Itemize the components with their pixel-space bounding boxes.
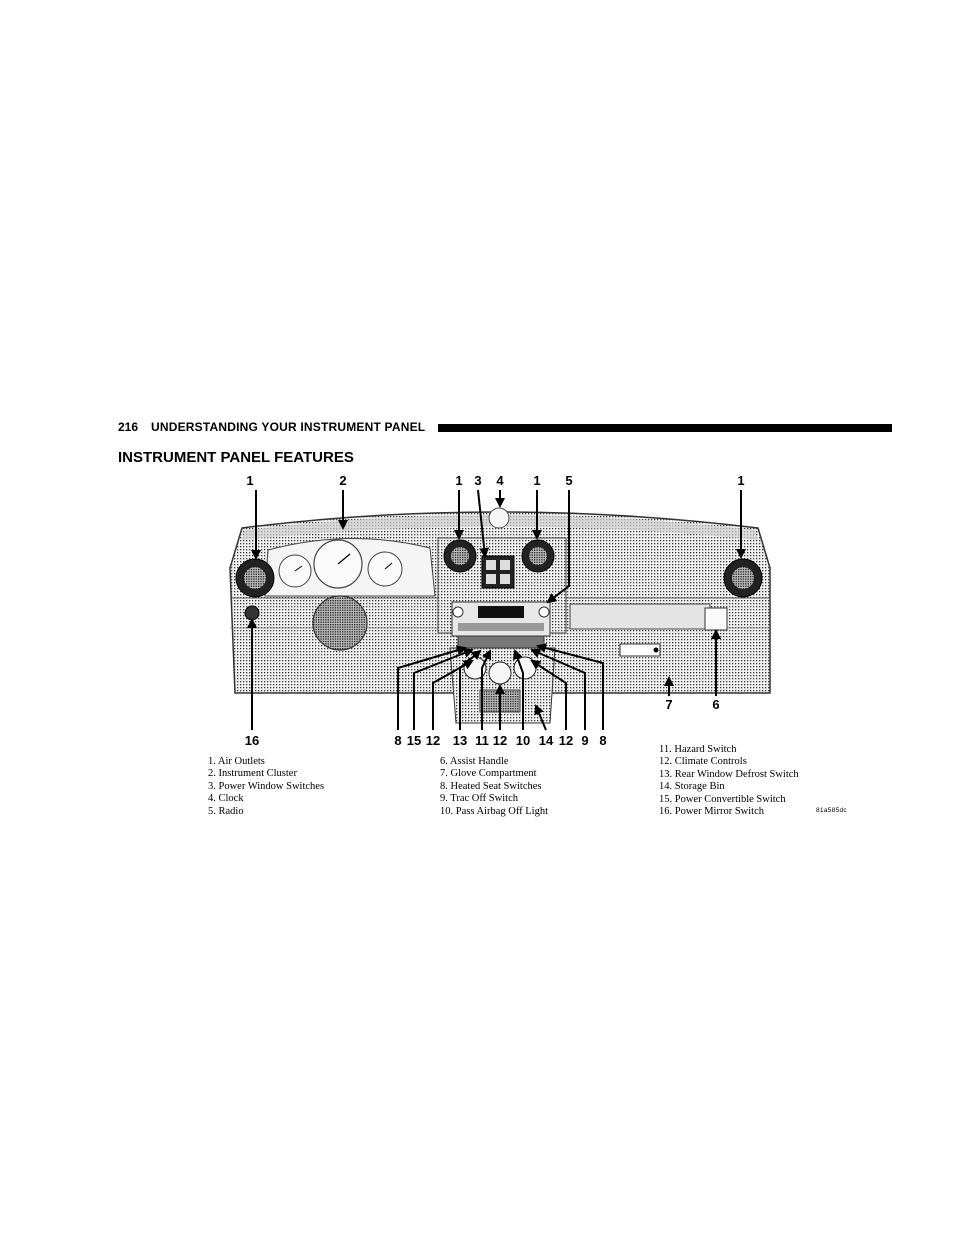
legend-item: 4. Clock: [208, 793, 244, 805]
callout-2: 2: [339, 473, 346, 488]
page-heading: INSTRUMENT PANEL FEATURES: [118, 449, 354, 466]
callout-1d: 1: [737, 473, 744, 488]
steering-column: [312, 595, 368, 651]
legend-item: 7. Glove Compartment: [440, 768, 537, 780]
callout-9: 9: [581, 733, 588, 748]
legend-item: 14. Storage Bin: [659, 781, 725, 793]
legend-item: 10. Pass Airbag Off Light: [440, 805, 549, 817]
legend-item: 11. Hazard Switch: [659, 744, 737, 755]
callout-8a: 8: [394, 733, 401, 748]
callouts-top: 1 2 1 3 4 1 5 1: [246, 473, 744, 488]
legend-column-3: 11. Hazard Switch 12. Climate Controls 1…: [659, 744, 799, 818]
callout-4: 4: [496, 473, 504, 488]
air-outlet-left: [235, 558, 275, 598]
callout-1a: 1: [246, 473, 253, 488]
legend-item: 16. Power Mirror Switch: [659, 806, 764, 818]
center-stack: [437, 507, 567, 724]
legend-item: 6. Assist Handle: [440, 756, 509, 767]
callout-5: 5: [565, 473, 572, 488]
callout-12c: 12: [559, 733, 573, 748]
legend-item: 8. Heated Seat Switches: [440, 780, 542, 792]
callout-6: 6: [712, 697, 719, 712]
callout-1c: 1: [533, 473, 540, 488]
assist-handle: [704, 607, 728, 631]
figure-code: 81a585dc: [816, 807, 847, 814]
callout-1b: 1: [455, 473, 462, 488]
section-title: UNDERSTANDING YOUR INSTRUMENT PANEL: [151, 420, 426, 434]
glove-compartment: [569, 603, 711, 657]
callout-14: 14: [539, 733, 554, 748]
callout-11: 11: [475, 733, 489, 748]
air-outlet-right: [723, 558, 763, 598]
instrument-cluster: [264, 537, 436, 597]
legend-item: 13. Rear Window Defrost Switch: [659, 768, 799, 780]
leader-lines: [247, 489, 746, 731]
power-mirror-switch: [244, 605, 260, 621]
header-rule: [438, 424, 892, 432]
legend-column-2: 6. Assist Handle 7. Glove Compartment 8.…: [440, 756, 548, 818]
callouts-bottom: 16 8 15 12 13 11 12 10 14 12 9 8 7 6: [245, 697, 720, 748]
legend-item: 12. Climate Controls: [659, 756, 747, 768]
legend-item: 3. Power Window Switches: [208, 780, 325, 792]
page-number: 216: [118, 420, 139, 434]
callout-7: 7: [665, 697, 672, 712]
callout-10: 10: [516, 733, 530, 748]
callout-15: 15: [407, 733, 421, 748]
callout-8b: 8: [599, 733, 606, 748]
legend-item: 15. Power Convertible Switch: [659, 793, 786, 805]
legend-column-1: 1. Air Outlets 2. Instrument Cluster 3. …: [208, 756, 324, 818]
page-header: 216 UNDERSTANDING YOUR INSTRUMENT PANEL: [118, 420, 892, 436]
callout-3: 3: [474, 473, 481, 488]
instrument-panel-diagram: 1 2 1 3 4 1 5 1 16 8 15 12 13 11 12 10 1…: [229, 473, 771, 748]
callout-12a: 12: [426, 733, 440, 748]
callout-12b: 12: [493, 733, 507, 748]
legend-item: 9. Trac Off Switch: [440, 793, 518, 805]
callout-13: 13: [453, 733, 467, 748]
legend-item: 2. Instrument Cluster: [208, 768, 297, 780]
legend-item: 5. Radio: [208, 805, 244, 817]
callout-16: 16: [245, 733, 259, 748]
legend-item: 1. Air Outlets: [208, 756, 265, 767]
